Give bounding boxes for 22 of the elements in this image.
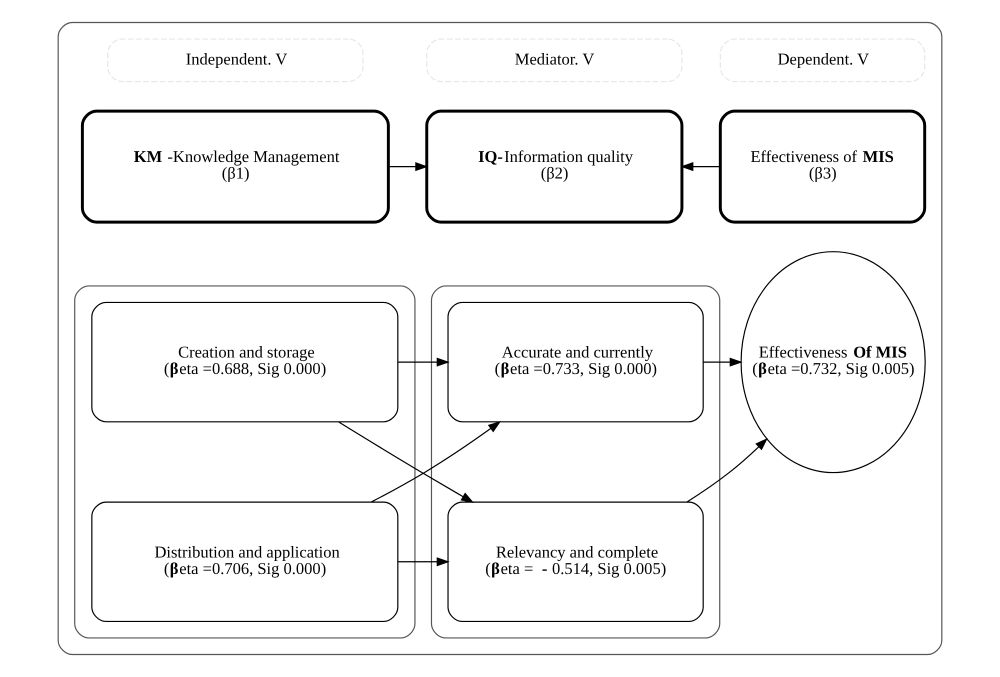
arrow bbox=[703, 358, 743, 367]
arrow bbox=[398, 557, 450, 566]
arrow bbox=[388, 162, 428, 172]
node-box: Mediator. V bbox=[426, 38, 683, 82]
arrow bbox=[680, 162, 720, 172]
cluster bbox=[58, 22, 942, 656]
cluster bbox=[430, 285, 720, 639]
node-box: Distribution and application (βeta =0.706, Sig 0.000) bbox=[91, 502, 398, 622]
arrow bbox=[686, 438, 768, 503]
node-ellipse: Effectiveness Of MIS (βeta =0.732, Sig 0.005) bbox=[740, 251, 926, 474]
arrow bbox=[338, 422, 474, 503]
node-box: Relevancy and complete (βeta = - 0.514, Sig 0.005) bbox=[447, 502, 704, 622]
node-box: Accurate and currently (βeta =0.733, Sig 0.000) bbox=[447, 302, 704, 422]
node-box: Creation and storage (βeta =0.688, Sig 0.000) bbox=[91, 302, 398, 422]
node-box: Effectiveness of MIS (β3) bbox=[718, 110, 926, 224]
node-box: IQ-Information quality (β2) bbox=[425, 110, 684, 224]
arrow bbox=[371, 421, 502, 502]
node-box: Independent. V bbox=[107, 38, 364, 82]
cluster bbox=[74, 285, 416, 639]
arrow bbox=[398, 358, 450, 367]
node-box: Dependent. V bbox=[720, 38, 926, 82]
node-box: KM -Knowledge Management (β1) bbox=[80, 110, 390, 224]
